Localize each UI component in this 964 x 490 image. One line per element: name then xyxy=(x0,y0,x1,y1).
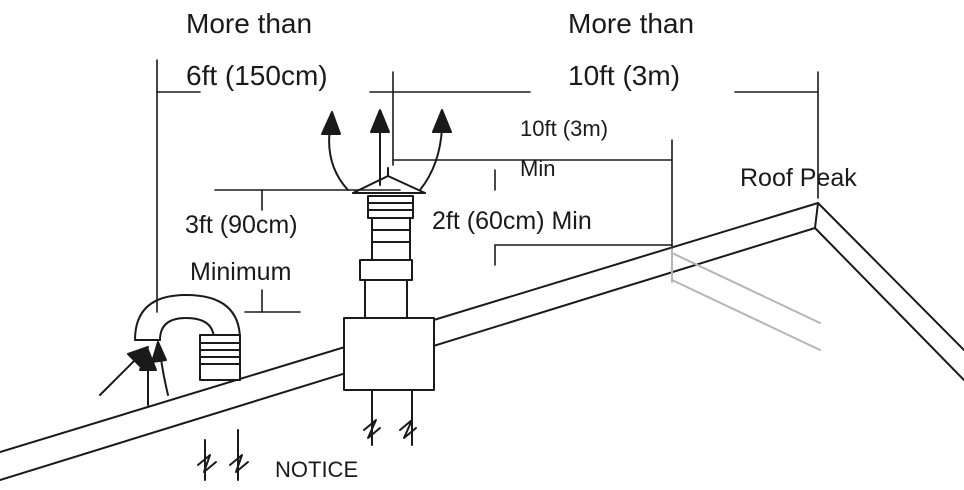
roof xyxy=(0,202,964,481)
label-roof-peak: Roof Peak xyxy=(740,164,857,192)
exhaust-arrows xyxy=(321,109,452,191)
label-more-than-6ft-line2: 6ft (150cm) xyxy=(186,60,328,91)
gooseneck-vent xyxy=(99,294,249,481)
dimension-lines xyxy=(156,59,819,313)
label-notice: NOTICE xyxy=(275,457,359,482)
label-2ft-min: 2ft (60cm) Min xyxy=(432,207,592,235)
roof-peak-ridge xyxy=(814,202,819,229)
chimney-pipe xyxy=(343,167,435,446)
label-more-than-10ft-line1: More than xyxy=(568,8,695,39)
vent-arrows xyxy=(99,341,169,406)
label-3ft-line2: Minimum xyxy=(190,258,292,286)
label-10ft-min-line2: Min xyxy=(520,156,556,181)
label-more-than-10ft-line2: 10ft (3m) xyxy=(568,60,681,91)
label-10ft-min-line1: 10ft (3m) xyxy=(520,116,609,141)
label-3ft-line1: 3ft (90cm) xyxy=(185,211,298,239)
roof-hidden-lines xyxy=(671,246,821,351)
label-more-than-6ft-line1: More than xyxy=(186,8,313,39)
